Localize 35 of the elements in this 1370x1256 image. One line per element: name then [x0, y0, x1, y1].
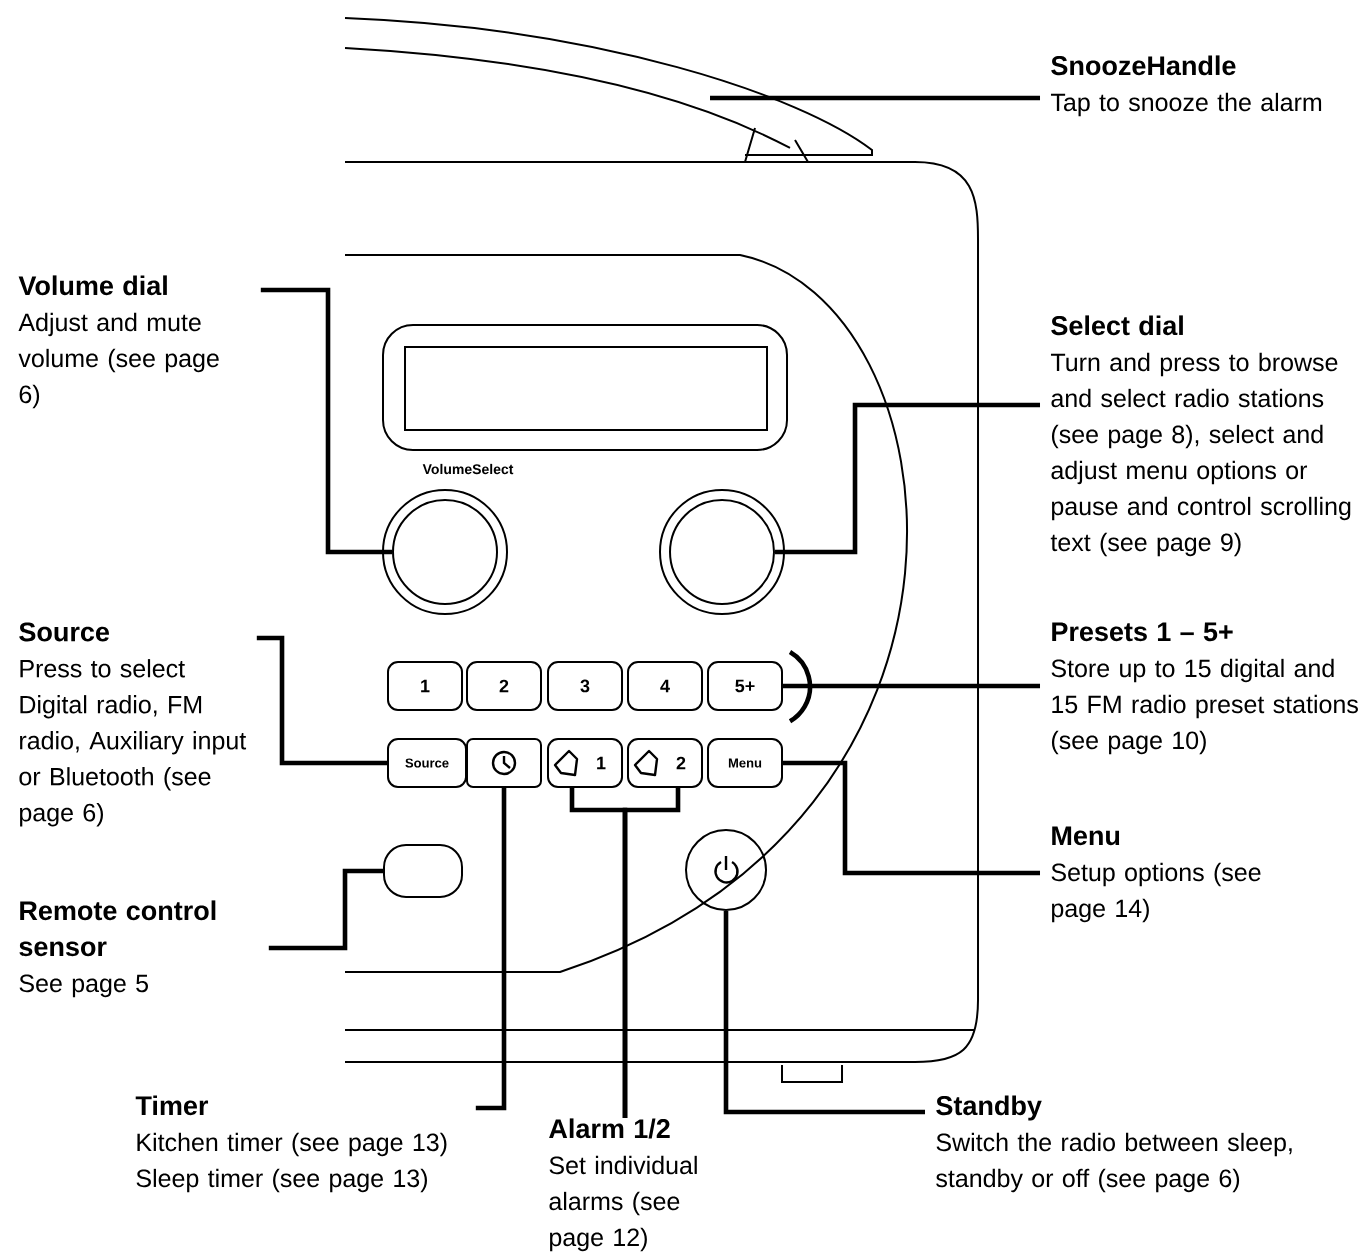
button: Source [387, 738, 467, 788]
callout-text: Source Press to select Digital radio, FM radio, Auxiliary input or Bluetooth (see page 6) [19, 622, 247, 827]
button: 1 [547, 738, 623, 788]
callout-text: Menu Setup options (see page 14) [1051, 826, 1261, 923]
callout-text: Alarm 1/2 Set individual alarms (see page 12) [549, 1118, 697, 1252]
leader-line [783, 760, 1040, 876]
button [466, 738, 542, 788]
leader-line [710, 95, 1040, 101]
leader-line [256, 635, 387, 766]
callout-text: Select dial Turn and press to browse and select radio stations (see page 8), select and adjust menu options or pause and control scrolling text (see page 9) [1050, 315, 1351, 557]
callout-text: Remote control sensor See page 5 [19, 900, 216, 998]
callout-text: Presets 1 – 5+ Store up to 15 digital and 15 FM radio preset stations (see page 10) [1051, 622, 1358, 755]
leader-line [780, 649, 1043, 724]
button: Menu [707, 738, 783, 788]
callout-text: Timer Kitchen timer (see page 13) Sleep timer (see page 13) [135, 1095, 447, 1193]
callout-text: Volume dial Adjust and mute volume (see page 6) [18, 275, 219, 409]
callout-text: Standby Switch the radio between sleep, standby or off (see page 6) [936, 1095, 1292, 1193]
leader-line [723, 911, 925, 1115]
dial-knob [382, 489, 508, 615]
leader-line [775, 402, 1040, 555]
leader-line [260, 287, 392, 555]
button: 5+ [707, 661, 783, 711]
standby-button [685, 829, 767, 911]
sensor-window [383, 844, 463, 898]
leader-line [622, 788, 681, 1118]
button: 4 [627, 661, 703, 711]
leader-line [475, 788, 507, 1111]
button: 2 [627, 738, 703, 788]
dial-knob [659, 489, 785, 615]
button: 1 [387, 661, 463, 711]
callout-text: SnoozeHandle Tap to snooze the alarm [1051, 55, 1322, 117]
button: 3 [547, 661, 623, 711]
leader-line [268, 868, 383, 951]
button: 2 [466, 661, 542, 711]
panel-label: VolumeSelect [422, 463, 514, 475]
